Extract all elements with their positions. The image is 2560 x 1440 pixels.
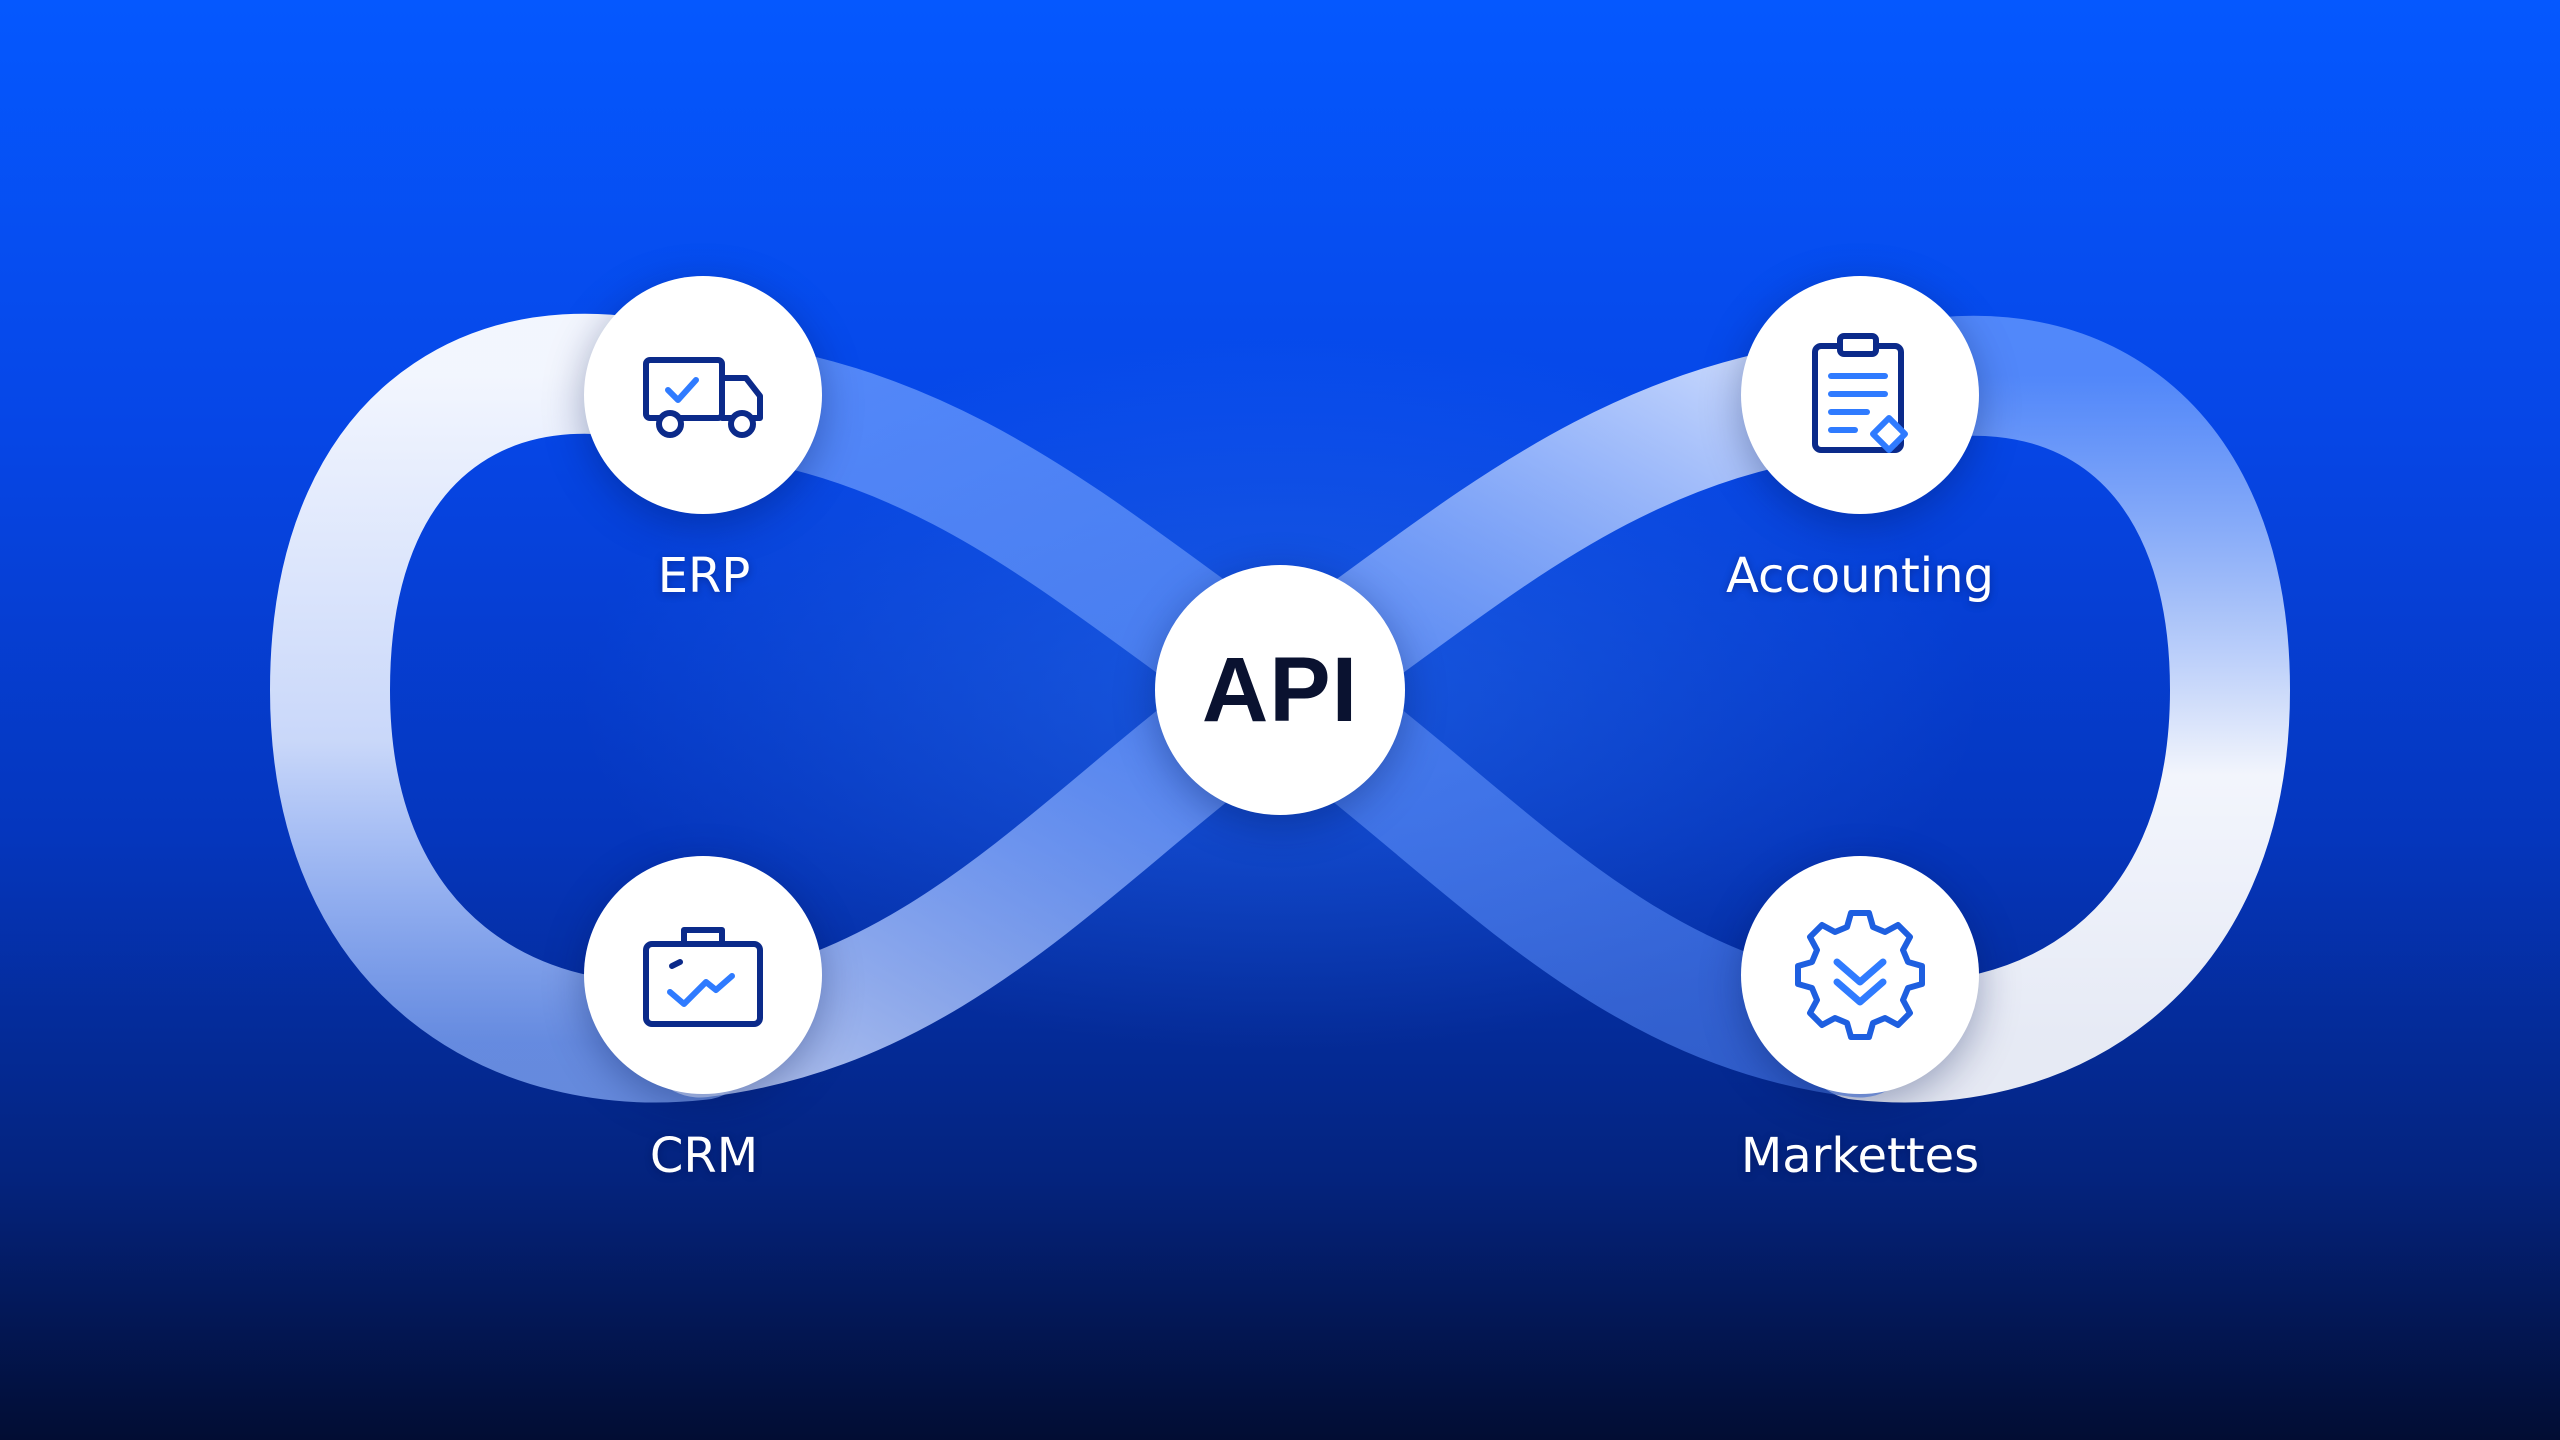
ribbon-left-loop xyxy=(269,313,760,1103)
ribbon-right-loop xyxy=(1800,315,2291,1103)
briefcase-icon xyxy=(643,927,763,1027)
truck-icon xyxy=(643,357,763,438)
node-marketplaces[interactable] xyxy=(1741,856,1979,1094)
node-marketplaces-label: Markettes xyxy=(1740,1128,1980,1184)
node-accounting-label: Accounting xyxy=(1725,548,1995,604)
hub-api-label: API xyxy=(1201,638,1359,741)
node-crm-label: CRM xyxy=(649,1128,759,1184)
node-accounting[interactable] xyxy=(1741,276,1979,514)
gear-check-icon xyxy=(1795,910,1925,1040)
node-erp-label: ERP xyxy=(657,548,751,604)
clipboard-icon xyxy=(1812,333,1908,453)
node-erp[interactable] xyxy=(584,276,822,514)
hub-api[interactable]: API xyxy=(1155,565,1405,815)
node-crm[interactable] xyxy=(584,856,822,1094)
